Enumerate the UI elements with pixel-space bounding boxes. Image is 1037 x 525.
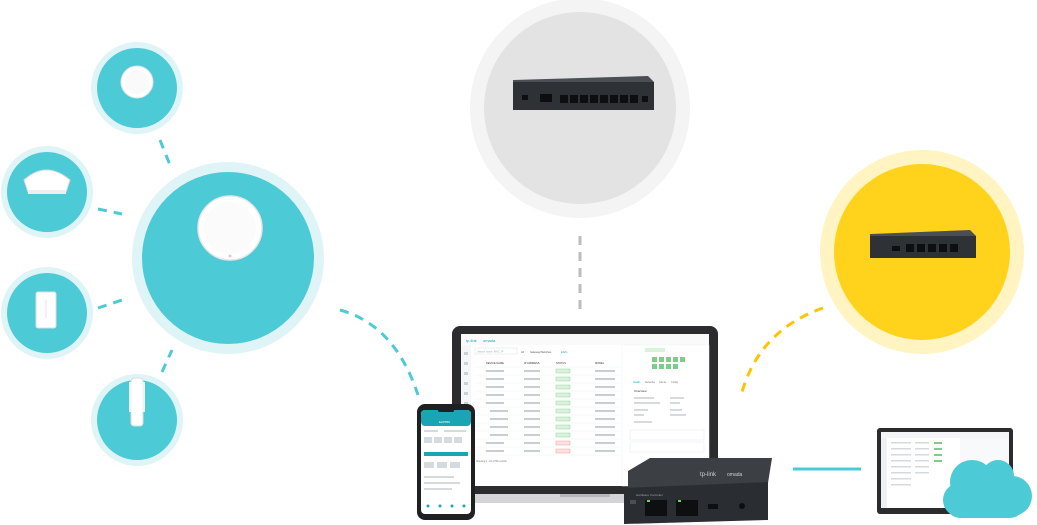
- screen-footer-text: Showing 1 - 10 of 50 records: [476, 460, 507, 463]
- screen-column-header: DEVICE NAME: [486, 361, 504, 365]
- screen-product-label: omada: [483, 338, 496, 343]
- screen-column-header: STATUS: [556, 361, 566, 365]
- screen-detail-tab[interactable]: Networks: [645, 381, 656, 384]
- gateway-icon: [870, 230, 976, 258]
- wall-ap-icon: [35, 291, 57, 329]
- controller-model-label: Hardware Controller: [636, 493, 663, 497]
- controller-top: [628, 458, 772, 490]
- screen-filter-chips: All Gateway/Switches EAPs: [521, 350, 568, 354]
- hardware-controller: tp-link omada Hardware Controller: [624, 458, 772, 524]
- ceiling-ap-small-icon: [120, 65, 154, 99]
- connectors: [97, 139, 824, 396]
- screen-column-headers: DEVICE NAME IP ADDRESS STATUS MODEL: [486, 361, 605, 365]
- screen-search-input[interactable]: [474, 347, 518, 355]
- outdoor-ap-icon: [129, 377, 145, 427]
- switch-node: [470, 0, 690, 218]
- screen-detail-tab[interactable]: Clients: [659, 381, 667, 384]
- connector-ap-to-laptop: [339, 308, 420, 396]
- wall-plate-ap-icon: [23, 169, 71, 194]
- controller-product-label: omada: [727, 472, 743, 478]
- screen-filter-chip[interactable]: EAPs: [561, 350, 568, 354]
- screen-detail-tab[interactable]: Details: [633, 381, 641, 384]
- screen-column-header: IP ADDRESS: [524, 361, 540, 365]
- screen-detail-tabs: Details Networks Clients Config: [633, 381, 679, 384]
- screen-brand-label: tp-link: [466, 338, 477, 343]
- screen-search-placeholder: Search name, MAC, IP: [477, 350, 504, 354]
- cloud-icon: [943, 460, 1032, 518]
- controller-brand-label: tp-link: [700, 472, 717, 478]
- screen-detail-tab[interactable]: Config: [671, 381, 679, 384]
- connector-ap-top: [158, 139, 172, 166]
- smartphone: EAP660: [417, 404, 475, 520]
- connector-ap-lower-left: [97, 298, 123, 310]
- connector-gateway-to-laptop: [740, 306, 824, 393]
- switch-icon: [513, 76, 654, 110]
- screen-column-header: MODEL: [595, 361, 605, 365]
- cloud-management: [877, 428, 1032, 518]
- phone-screen-title: EAP660: [439, 420, 450, 424]
- ceiling-ap-icon: [197, 195, 263, 261]
- access-point-cluster: [1, 42, 324, 466]
- connector-ap-bottom: [160, 349, 174, 373]
- screen-filter-chip[interactable]: Gateway/Switches: [530, 350, 552, 354]
- screen-detail-title: Overview: [634, 389, 647, 393]
- screen-table-rows: [475, 366, 620, 456]
- screen-filter-chip[interactable]: All: [521, 350, 524, 354]
- gateway-node: [820, 150, 1024, 354]
- connector-ap-upper-left: [97, 207, 123, 216]
